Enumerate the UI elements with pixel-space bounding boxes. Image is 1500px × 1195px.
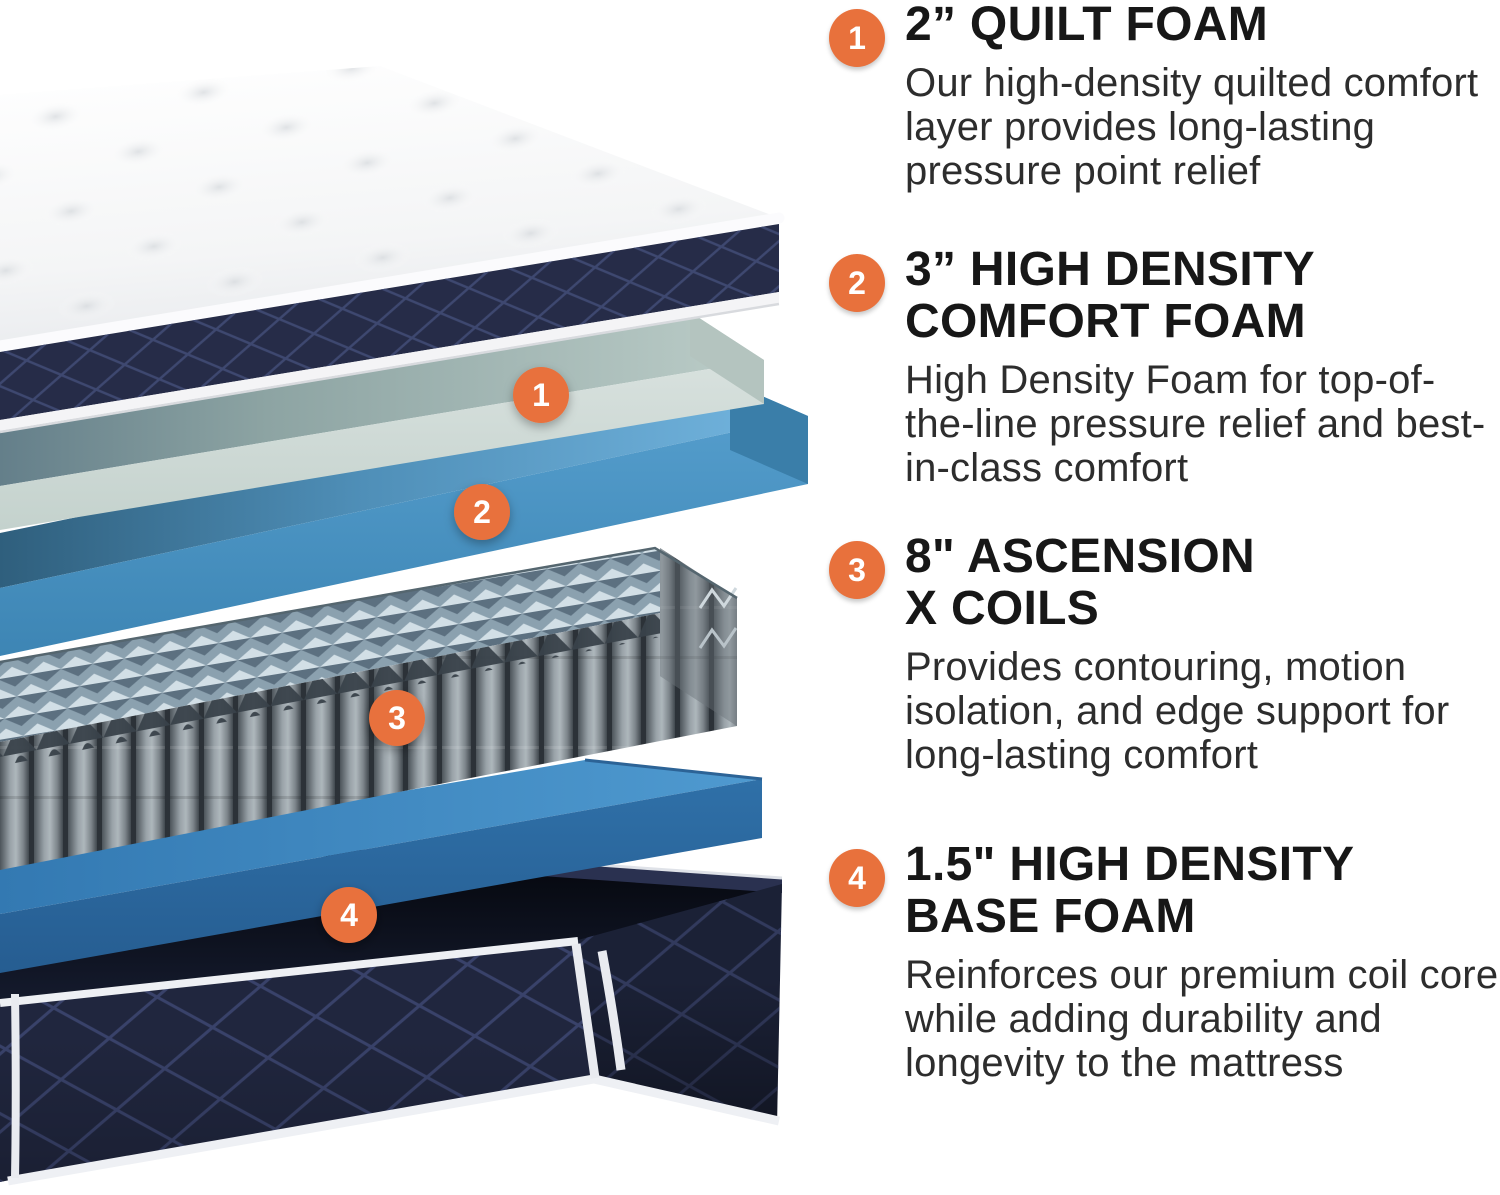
layer-base-cover xyxy=(0,844,783,1186)
feature-1-description: Our high-density quilted comfort layer p… xyxy=(905,61,1479,193)
illustration-badge-1: 1 xyxy=(513,367,569,423)
piping-bottom-edge xyxy=(7,1074,780,1186)
layer-quilt-foam xyxy=(0,312,764,530)
illustration-badge-2-number: 2 xyxy=(473,494,491,530)
piping-corner-stripe-2 xyxy=(597,950,626,1071)
feature-1-badge: 1 xyxy=(829,9,885,67)
illustration-badges: 1 2 3 4 xyxy=(321,367,569,943)
piping-left-corner xyxy=(11,993,20,1179)
features-list: 1 2” QUILT FOAM Our high-density quilted… xyxy=(829,0,1500,1195)
feature-4-description: Reinforces our premium coil core while a… xyxy=(905,953,1499,1085)
layer-ascension-x-coils xyxy=(0,546,738,870)
feature-3-description: Provides contouring, motion isolation, a… xyxy=(905,645,1450,777)
piping-front-rim xyxy=(0,937,579,1007)
layer-quilted-top xyxy=(0,66,785,434)
feature-2-badge: 2 xyxy=(829,254,885,312)
illustration-badge-4-number: 4 xyxy=(340,897,358,933)
feature-item-1: 1 2” QUILT FOAM Our high-density quilted… xyxy=(829,0,1499,193)
illustration-badge-4: 4 xyxy=(321,887,377,943)
layer-base-foam xyxy=(0,758,763,973)
feature-3-badge: 3 xyxy=(829,541,885,599)
illustration-badge-2: 2 xyxy=(454,484,510,540)
feature-1-text: 2” QUILT FOAM Our high-density quilted c… xyxy=(905,0,1499,193)
illustration-badge-3-number: 3 xyxy=(388,700,406,736)
feature-1-title: 2” QUILT FOAM xyxy=(905,0,1268,51)
feature-2-description: High Density Foam for top-of-the-line pr… xyxy=(905,358,1486,490)
piping-corner-stripe-1 xyxy=(571,943,600,1079)
piping-quilt-bottom xyxy=(0,292,779,431)
illustration-badge-1-number: 1 xyxy=(532,377,550,413)
illustration-badge-3: 3 xyxy=(369,690,425,746)
layer-comfort-foam xyxy=(0,382,808,656)
feature-4-badge: 4 xyxy=(829,849,885,907)
mattress-exploded-view: 1 2 3 4 xyxy=(0,66,808,1186)
